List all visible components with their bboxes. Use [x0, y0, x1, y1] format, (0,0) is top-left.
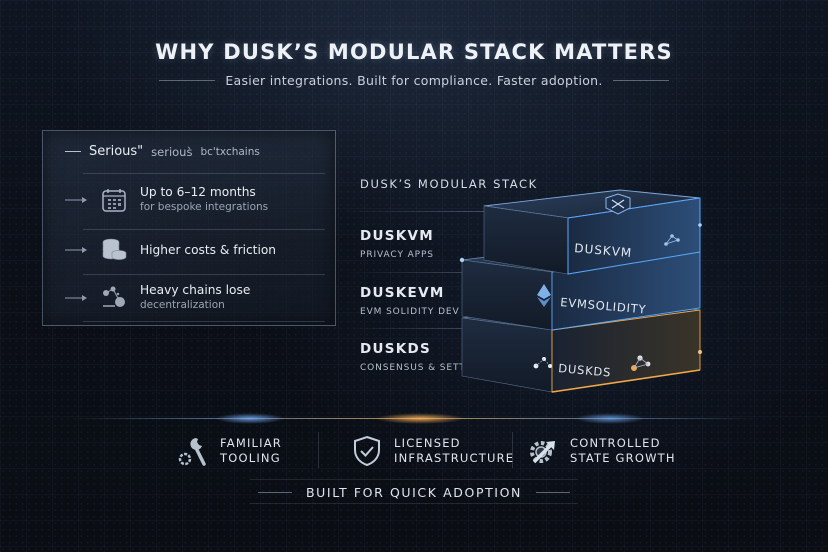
issue-text: Higher costs & friction [140, 242, 276, 258]
layer-label-duskds: DUSKDS CONSENSUS & SETTLEMENT [360, 341, 507, 373]
arrow-right-icon [65, 196, 87, 203]
block-duskvm [483, 189, 701, 275]
footer-bottom-rule [250, 503, 578, 504]
wrench-gear-icon [178, 438, 206, 466]
subtitle-row: Easier integrations. Built for complianc… [0, 73, 828, 88]
feature-licensed-infrastructure: LICENSED INFRASTRUCTURE [350, 434, 514, 468]
layer-name: DUSKDS [360, 341, 432, 357]
arrow-right-icon [65, 294, 87, 301]
problems-panel: Serious" serious̀ bc'txchains Up to 6–12… [42, 130, 336, 326]
gold-edge-glow [551, 369, 701, 393]
issue-item-costs: Higher costs & friction [65, 237, 276, 263]
feature-line-2: STATE GROWTH [570, 451, 676, 465]
subtitle-rule-left [159, 80, 216, 81]
gear-growth-icon [530, 441, 555, 464]
layer-divider [345, 211, 495, 212]
feature-text: LICENSED INFRASTRUCTURE [394, 436, 514, 466]
feature-line-1: LICENSED [394, 436, 461, 450]
block-label-duskvm: DUSKVM [574, 241, 633, 260]
shield-network-icon [605, 193, 631, 215]
feature-line-1: FAMILIAR [220, 436, 282, 450]
heading-dash [65, 151, 81, 152]
nodes-icon [631, 355, 651, 371]
footer-top-rule [250, 479, 578, 480]
footer-tagline: BUILT FOR QUICK ADOPTION [306, 485, 522, 500]
light-glint [698, 350, 702, 354]
nodes-icon [664, 234, 680, 246]
heading-part-3: bc'txchains [200, 145, 260, 158]
footer-rule-right [536, 492, 570, 493]
heading-part-1: Serious" [89, 144, 144, 159]
gold-flare [375, 413, 465, 424]
layer-divider [345, 328, 495, 329]
blue-flare [215, 413, 285, 424]
panel-divider [83, 229, 325, 230]
issue-main: Up to 6–12 months [140, 185, 256, 199]
issue-item-integrations: Up to 6–12 months for bespoke integratio… [65, 184, 268, 215]
issue-item-decentralization: Heavy chains lose decentralization [65, 282, 250, 313]
feature-line-2: INFRASTRUCTURE [394, 451, 515, 465]
page-title: WHY DUSK’S MODULAR STACK MATTERS [155, 40, 673, 64]
issue-text: Up to 6–12 months for bespoke integratio… [140, 184, 268, 215]
light-glint [459, 257, 465, 263]
issue-main: Heavy chains lose [140, 283, 251, 297]
panel-divider [83, 321, 325, 322]
issue-text: Heavy chains lose decentralization [140, 282, 250, 313]
feature-familiar-tooling: FAMILIAR TOOLING [176, 434, 282, 468]
feature-text: FAMILIAR TOOLING [220, 436, 282, 466]
blue-flare [575, 413, 645, 424]
modular-stack-illustration: DUSKVM EVMSOLIDITY DUSKDS [459, 189, 702, 393]
panel-divider [83, 173, 325, 174]
coins-icon [102, 238, 127, 260]
calendar-icon [102, 188, 126, 212]
page-subtitle: Easier integrations. Built for complianc… [225, 73, 603, 88]
block-front-face [461, 317, 553, 393]
issue-sub: decentralization [140, 299, 225, 311]
layer-name: DUSKVM [360, 228, 435, 244]
light-glint [698, 223, 702, 227]
subtitle-rule-right [612, 80, 669, 81]
layer-label-duskvm: DUSKVM PRIVACY APPS [360, 228, 434, 260]
panel-heading: Serious" serious̀ bc'txchains [65, 144, 260, 159]
block-side-face [567, 197, 701, 275]
footer-row: BUILT FOR QUICK ADOPTION [0, 485, 828, 500]
layer-desc: CONSENSUS & SETTLEMENT [360, 363, 508, 373]
issue-main: Higher costs & friction [140, 243, 277, 257]
block-label-duskds: DUSKDS [558, 361, 612, 380]
feature-separator [318, 432, 319, 468]
footer-rule-left [258, 492, 292, 493]
heading-part-2: serious̀ [151, 144, 193, 159]
network-nodes-icon [103, 286, 125, 307]
layer-name: DUSKEVM [360, 285, 445, 301]
shield-check-icon [354, 435, 380, 467]
feature-line-2: TOOLING [220, 451, 281, 465]
feature-line-1: CONTROLLED [570, 436, 661, 450]
stack-title: DUSK’S MODULAR STACK [360, 177, 538, 191]
nodes-icon [533, 357, 552, 369]
layer-desc: PRIVACY APPS [360, 250, 434, 260]
feature-text: CONTROLLED STATE GROWTH [570, 436, 676, 466]
panel-divider [83, 274, 325, 275]
issue-sub: for bespoke integrations [140, 201, 269, 213]
arrow-right-icon [65, 247, 87, 253]
layer-desc: EVM SOLIDITY DEV TOOLS [360, 307, 499, 317]
feature-controlled-state-growth: CONTROLLED STATE GROWTH [526, 434, 676, 468]
feature-separator [512, 432, 513, 468]
layer-label-duskevm: DUSKEVM EVM SOLIDITY DEV TOOLS [360, 285, 498, 317]
ethereum-icon [537, 284, 551, 307]
layer-divider [345, 272, 495, 273]
